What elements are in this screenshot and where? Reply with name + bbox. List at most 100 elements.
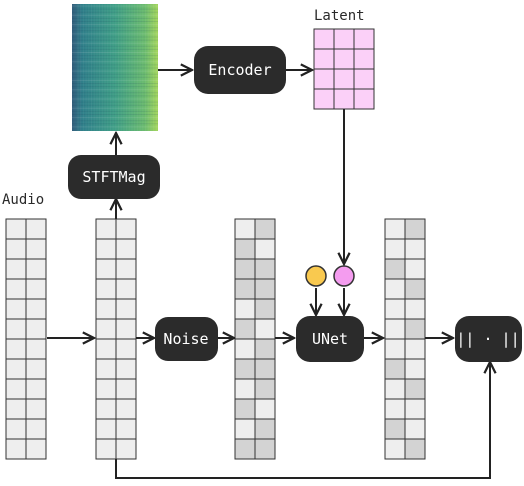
grid-cell [254,278,276,300]
grid-cell [25,358,47,380]
grid-cell [254,218,276,240]
grid-cell [234,378,256,400]
grid-cell [384,358,406,380]
conditioning-yellow-node [305,265,327,287]
grid-cell [254,418,276,440]
grid-cell [95,438,117,460]
grid-cell [115,278,137,300]
grid-cell [254,438,276,460]
grid-cell [234,298,256,320]
grid-cell [115,378,137,400]
stftmag-block: STFTMag [68,155,160,199]
grid-cell [25,258,47,280]
grid-cell [234,238,256,260]
grid-cell [25,238,47,260]
grid-cell [95,238,117,260]
grid-cell [404,318,426,340]
grid-cell [234,438,256,460]
grid-cell [5,298,27,320]
arrow-skip-to-norm [115,362,490,479]
grid-cell [234,318,256,340]
grid-cell [25,398,47,420]
grid-cell [333,68,355,90]
grid-cell [5,398,27,420]
audio-label: Audio [2,192,44,208]
grid-cell [95,358,117,380]
grid-cell [404,398,426,420]
grid-cell [25,418,47,440]
grid-cell [115,238,137,260]
noisy-grid [234,218,276,460]
grid-cell [25,438,47,460]
grid-cell [254,398,276,420]
grid-cell [5,418,27,440]
grid-cell [404,378,426,400]
grid-cell [115,338,137,360]
encoder-block: Encoder [194,46,286,94]
output-grid [384,218,426,460]
grid-cell [5,238,27,260]
grid-cell [115,318,137,340]
norm-label: || · || [456,330,519,348]
grid-cell [115,398,137,420]
grid-cell [234,278,256,300]
grid-cell [404,338,426,360]
grid-cell [5,318,27,340]
grid-cell [313,28,335,50]
unet-block: UNet [296,316,364,362]
grid-cell [384,258,406,280]
grid-cell [115,218,137,240]
grid-cell [115,258,137,280]
stftmag-label: STFTMag [82,168,145,186]
grid-cell [234,418,256,440]
conditioning-pink-node [333,265,355,287]
grid-cell [404,438,426,460]
connectors [47,70,490,479]
grid-cell [254,298,276,320]
grid-cell [254,258,276,280]
grid-cell [5,358,27,380]
grid-cell [384,218,406,240]
grid-cell [313,88,335,110]
grid-cell [384,298,406,320]
grid-cell [404,278,426,300]
grid-cell [384,418,406,440]
grid-cell [384,318,406,340]
grid-cell [115,358,137,380]
grid-cell [384,398,406,420]
norm-block: || · || [455,316,522,362]
grid-cell [25,298,47,320]
grid-cell [115,438,137,460]
grid-cell [95,218,117,240]
grid-cell [95,418,117,440]
grid-cell [115,298,137,320]
grid-cell [25,338,47,360]
grid-cell [384,378,406,400]
grid-cell [254,338,276,360]
grid-cell [95,298,117,320]
grid-cell [384,278,406,300]
grid-cell [404,258,426,280]
grid-cell [254,378,276,400]
grid-cell [234,338,256,360]
grid-cell [25,218,47,240]
grid-cell [25,318,47,340]
grid-cell [353,28,375,50]
grid-cell [5,338,27,360]
grid-cell [353,88,375,110]
latent-grid [313,28,375,110]
grid-cell [353,48,375,70]
grid-cell [254,358,276,380]
grid-cell [25,278,47,300]
grid-cell [95,338,117,360]
grid-cell [254,318,276,340]
grid-cell [95,278,117,300]
grid-cell [404,358,426,380]
grid-cell [333,88,355,110]
audio-grid [5,218,47,460]
spectrogram-image [72,4,158,131]
grid-cell [115,418,137,440]
grid-cell [95,258,117,280]
grid-cell [234,358,256,380]
